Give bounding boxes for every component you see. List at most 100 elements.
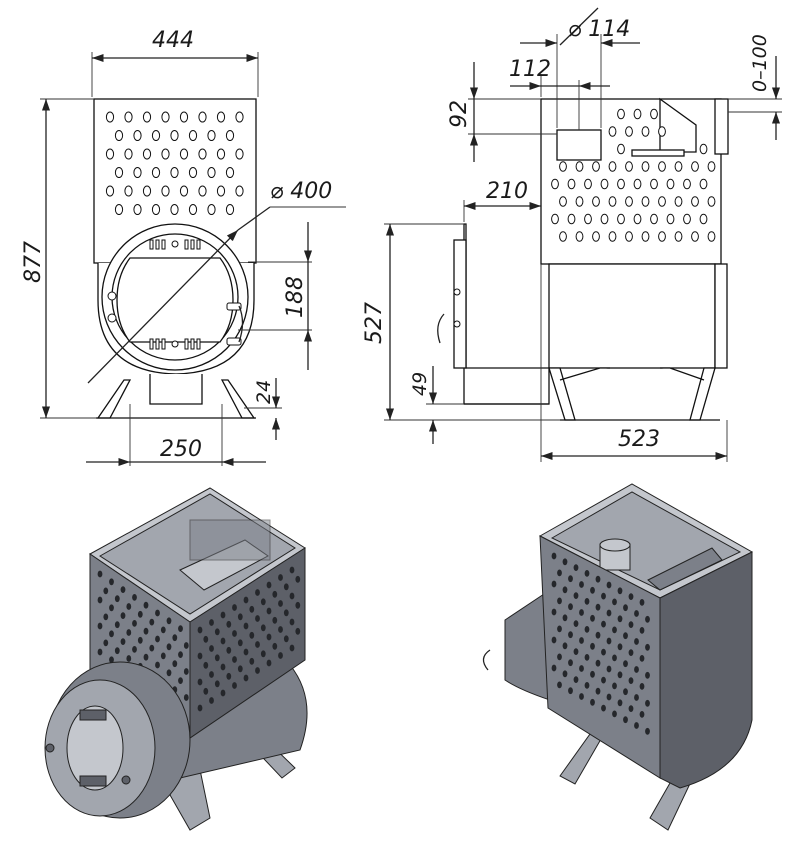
perforation-hole: [666, 178, 675, 190]
perforation-hole: [595, 659, 601, 667]
perforation-hole: [124, 185, 133, 197]
perforation-hole: [260, 624, 266, 632]
front-hinges: [107, 291, 244, 346]
side-pipe-top: [714, 98, 729, 155]
perforation-hole: [617, 615, 623, 623]
isometric-view-left: [44, 487, 308, 831]
front-leg-left: [96, 379, 132, 419]
dim-body-height: 527: [362, 302, 387, 344]
perforation-hole: [691, 231, 699, 242]
perforation-hole: [568, 659, 573, 667]
perforation-hole: [160, 652, 166, 660]
front-leg-right: [220, 379, 256, 419]
perforation-hole: [151, 130, 161, 141]
perforation-hole: [617, 108, 625, 120]
perforation-hole: [699, 143, 708, 155]
perforation-hole: [207, 130, 216, 141]
perforation-hole: [143, 627, 149, 635]
perforation-hole: [133, 130, 142, 141]
perforation-hole: [612, 682, 617, 690]
perforation-hole: [625, 126, 633, 137]
side-door-handle: [437, 313, 445, 344]
perforation-hole: [562, 614, 568, 622]
perforation-hole: [220, 637, 226, 645]
perforation-hole: [639, 655, 645, 662]
perforation-hole: [573, 592, 579, 599]
perforation-hole: [623, 660, 628, 668]
front-ash-box: [149, 374, 203, 405]
perforation-hole: [149, 644, 155, 652]
perforation-hole: [97, 622, 103, 630]
perforation-hole: [568, 687, 573, 695]
side-dimensions: ⌀ 114 112 92 0–100 210 527 49 523: [362, 7, 782, 462]
perforation-hole: [551, 213, 559, 225]
perforation-hole: [132, 646, 137, 653]
perforation-hole: [634, 694, 639, 701]
perforation-hole: [568, 603, 573, 611]
perforation-hole: [645, 727, 650, 735]
perforation-hole: [612, 710, 617, 718]
perforation-hole: [109, 578, 114, 586]
perforation-hole: [584, 654, 590, 661]
perforation-hole: [237, 639, 243, 647]
perforation-hole: [214, 654, 220, 662]
perforation-hole: [600, 213, 609, 225]
perforation-hole: [105, 185, 115, 197]
perforation-hole: [579, 693, 584, 700]
perforation-hole: [617, 213, 625, 225]
perforation-hole: [699, 178, 708, 190]
perforation-hole: [178, 625, 183, 632]
iso-right-box-side-face: [659, 551, 753, 789]
perforation-hole: [579, 665, 584, 672]
perforation-hole: [161, 111, 170, 123]
perforation-hole: [579, 609, 584, 616]
perforation-hole: [232, 604, 237, 611]
isometric-view-right: [482, 483, 754, 831]
perforation-hole: [707, 196, 716, 207]
perforation-hole: [132, 594, 137, 601]
perforation-hole: [551, 608, 557, 616]
perforation-hole: [249, 631, 255, 639]
side-brace-left: [559, 367, 610, 381]
perforation-hole: [674, 196, 683, 207]
perforation-hole: [170, 167, 179, 178]
perforation-hole: [617, 643, 623, 651]
dim-foot-height: 24: [253, 380, 275, 404]
perforation-hole: [650, 213, 658, 225]
perforation-hole: [595, 687, 601, 695]
perforation-hole: [160, 626, 166, 634]
perforation-hole: [170, 130, 179, 141]
perforation-hole: [551, 636, 557, 644]
perforation-hole: [207, 167, 216, 178]
perforation-hole: [590, 614, 595, 622]
perforation-hole: [584, 626, 590, 633]
perforation-hole: [266, 633, 272, 641]
perforation-hole: [633, 213, 642, 225]
perforation-hole: [226, 620, 232, 628]
perforation-hole: [155, 609, 160, 617]
perforation-hole: [188, 130, 198, 141]
perforation-hole: [601, 592, 606, 600]
perforation-hole: [699, 213, 708, 225]
perforation-hole: [232, 682, 237, 689]
perforation-hole: [220, 689, 226, 697]
perforation-hole: [579, 637, 584, 644]
perforation-hole: [97, 596, 103, 604]
perforation-hole: [97, 570, 103, 578]
perforation-hole: [295, 601, 301, 609]
perforation-hole: [623, 604, 628, 612]
perforation-hole: [634, 638, 639, 645]
perforation-hole: [575, 196, 584, 207]
perforation-hole: [628, 593, 634, 600]
perforation-hole: [209, 671, 214, 678]
side-door-plate: [463, 223, 550, 405]
perforation-hole: [612, 654, 617, 662]
perforation-hole: [178, 651, 183, 658]
perforation-hole: [272, 642, 278, 650]
perforation-hole: [639, 599, 645, 606]
perforation-hole: [557, 653, 562, 661]
perforation-hole: [575, 231, 584, 242]
perforation-hole: [225, 167, 235, 178]
perforation-hole: [645, 643, 650, 651]
perforation-hole: [567, 178, 576, 190]
